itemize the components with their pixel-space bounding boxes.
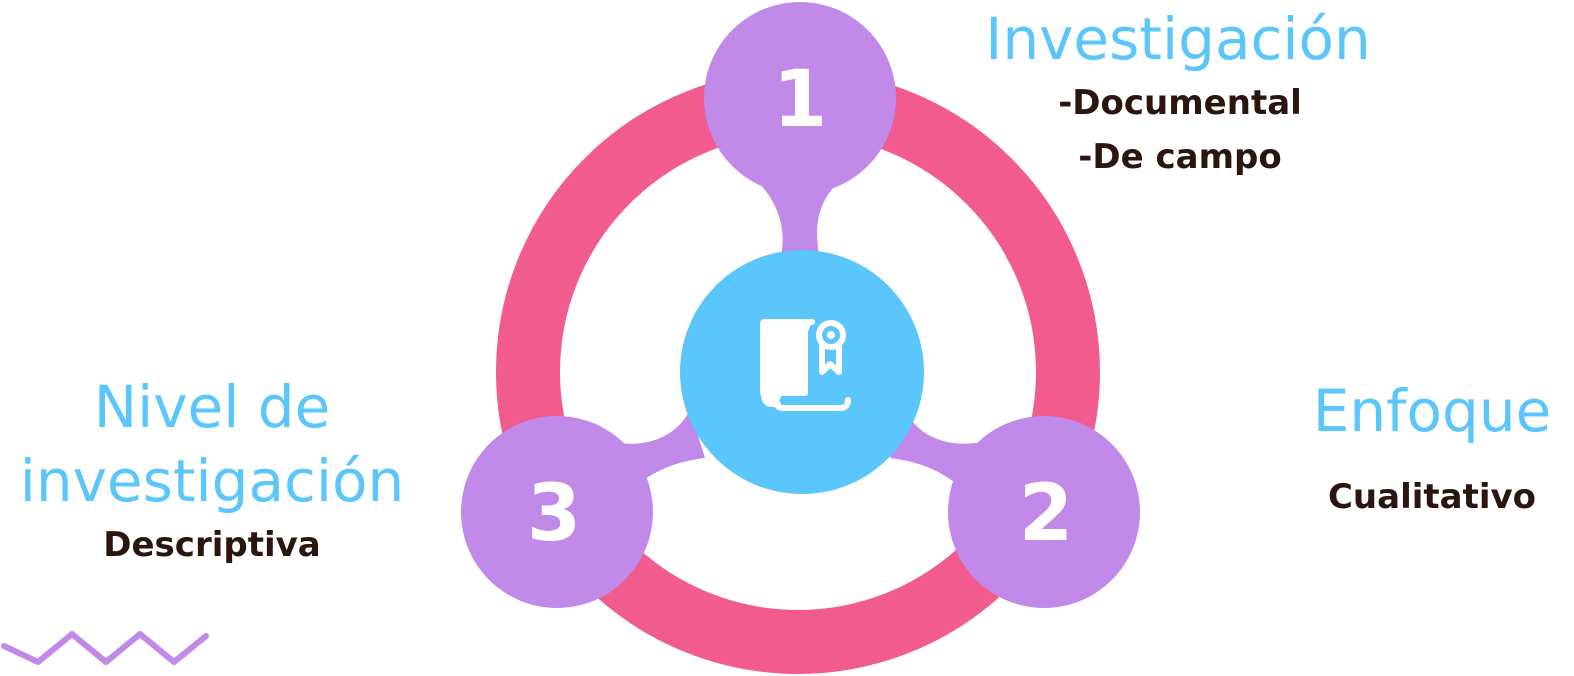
node-heading-1: Investigación [985, 5, 1371, 73]
node-item-1-1: -Documental [1058, 83, 1302, 123]
node-heading-3-line-2: investigación [19, 447, 405, 515]
connector-1 [745, 170, 850, 260]
node-number-1: 1 [773, 55, 827, 145]
node-circle-2 [948, 416, 1140, 608]
certificate-scroll-icon [760, 319, 851, 411]
node-number-2: 2 [1019, 469, 1073, 559]
node-circle-1 [704, 2, 896, 194]
node-item-1-2: -De campo [1078, 137, 1282, 177]
node-item-3-1: Descriptiva [103, 525, 321, 565]
node-item-2-1: Cualitativo [1327, 477, 1537, 517]
node-circle-3 [461, 416, 653, 608]
node-number-3: 3 [527, 469, 581, 559]
node-heading-2: Enfoque [1312, 377, 1552, 445]
zigzag-wave-icon [1, 631, 209, 665]
node-heading-3-line-1: Nivel de [93, 373, 331, 441]
